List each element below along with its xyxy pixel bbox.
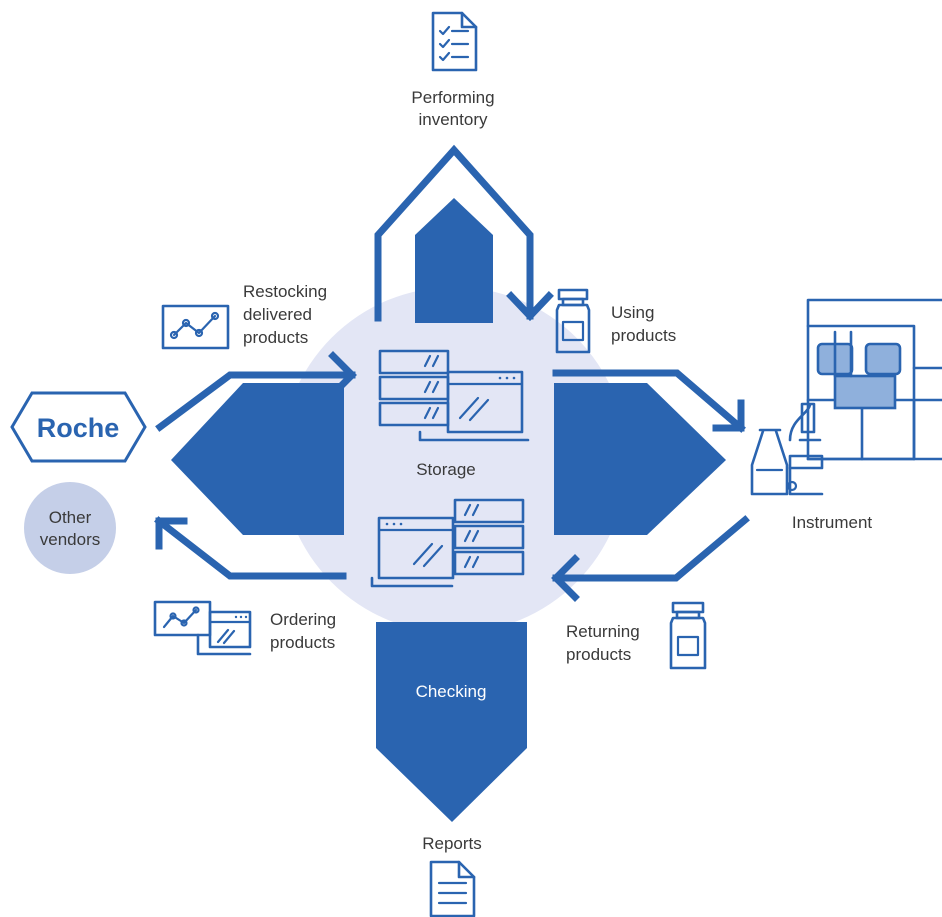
vial-icon [555, 288, 591, 354]
ordering-arrowhead [155, 517, 188, 550]
server-stack-icon [378, 349, 530, 442]
restocking-label: Restocking [243, 282, 327, 301]
down-block-arrow [376, 622, 527, 822]
other-vendors-circle [24, 482, 116, 574]
reports-label: Reports [422, 834, 482, 853]
other-vendors-label-2: vendors [40, 530, 100, 549]
returning-arrowhead [551, 554, 580, 602]
restocking-arrow [155, 371, 356, 432]
checklist-icon [431, 11, 478, 72]
right-block-arrow [554, 383, 726, 535]
ordering-products-label: Ordering [270, 610, 336, 629]
performing-inventory-label: Performing [411, 88, 494, 107]
restocking-label-2: delivered [243, 305, 312, 324]
inventory-loop-arrowhead [506, 291, 554, 322]
storage-circle [281, 287, 627, 633]
vial-icon [669, 601, 707, 670]
returning-products-label-2: products [566, 645, 631, 664]
using-products-label-2: products [611, 326, 676, 345]
left-block-arrow [171, 383, 344, 535]
ordering-arrow [154, 516, 347, 580]
document-icon [429, 860, 476, 917]
restocking-label-3: products [243, 328, 308, 347]
line-chart-icon [161, 304, 230, 350]
instrument-label: Instrument [792, 513, 873, 532]
using-arrow [552, 369, 746, 433]
inventory-loop-arrow [374, 144, 534, 322]
svg-text:Roche: Roche [37, 413, 120, 443]
chart-laptop-icon [153, 600, 252, 656]
using-arrowhead [712, 399, 745, 432]
storage-label: Storage [416, 460, 476, 479]
other-vendors-label: Other [49, 508, 92, 527]
up-block-arrow [415, 198, 493, 323]
ordering-products-label-2: products [270, 633, 335, 652]
roche-logo: Roche [10, 391, 147, 463]
server-stack-icon [370, 498, 525, 588]
returning-arrow [552, 515, 750, 582]
restocking-arrowhead [328, 351, 357, 399]
using-products-label: Using [611, 303, 654, 322]
lab-instrument-icon [750, 298, 942, 496]
returning-products-label: Returning [566, 622, 640, 641]
performing-inventory-label-2: inventory [419, 110, 488, 129]
checking-label: Checking [416, 682, 487, 701]
